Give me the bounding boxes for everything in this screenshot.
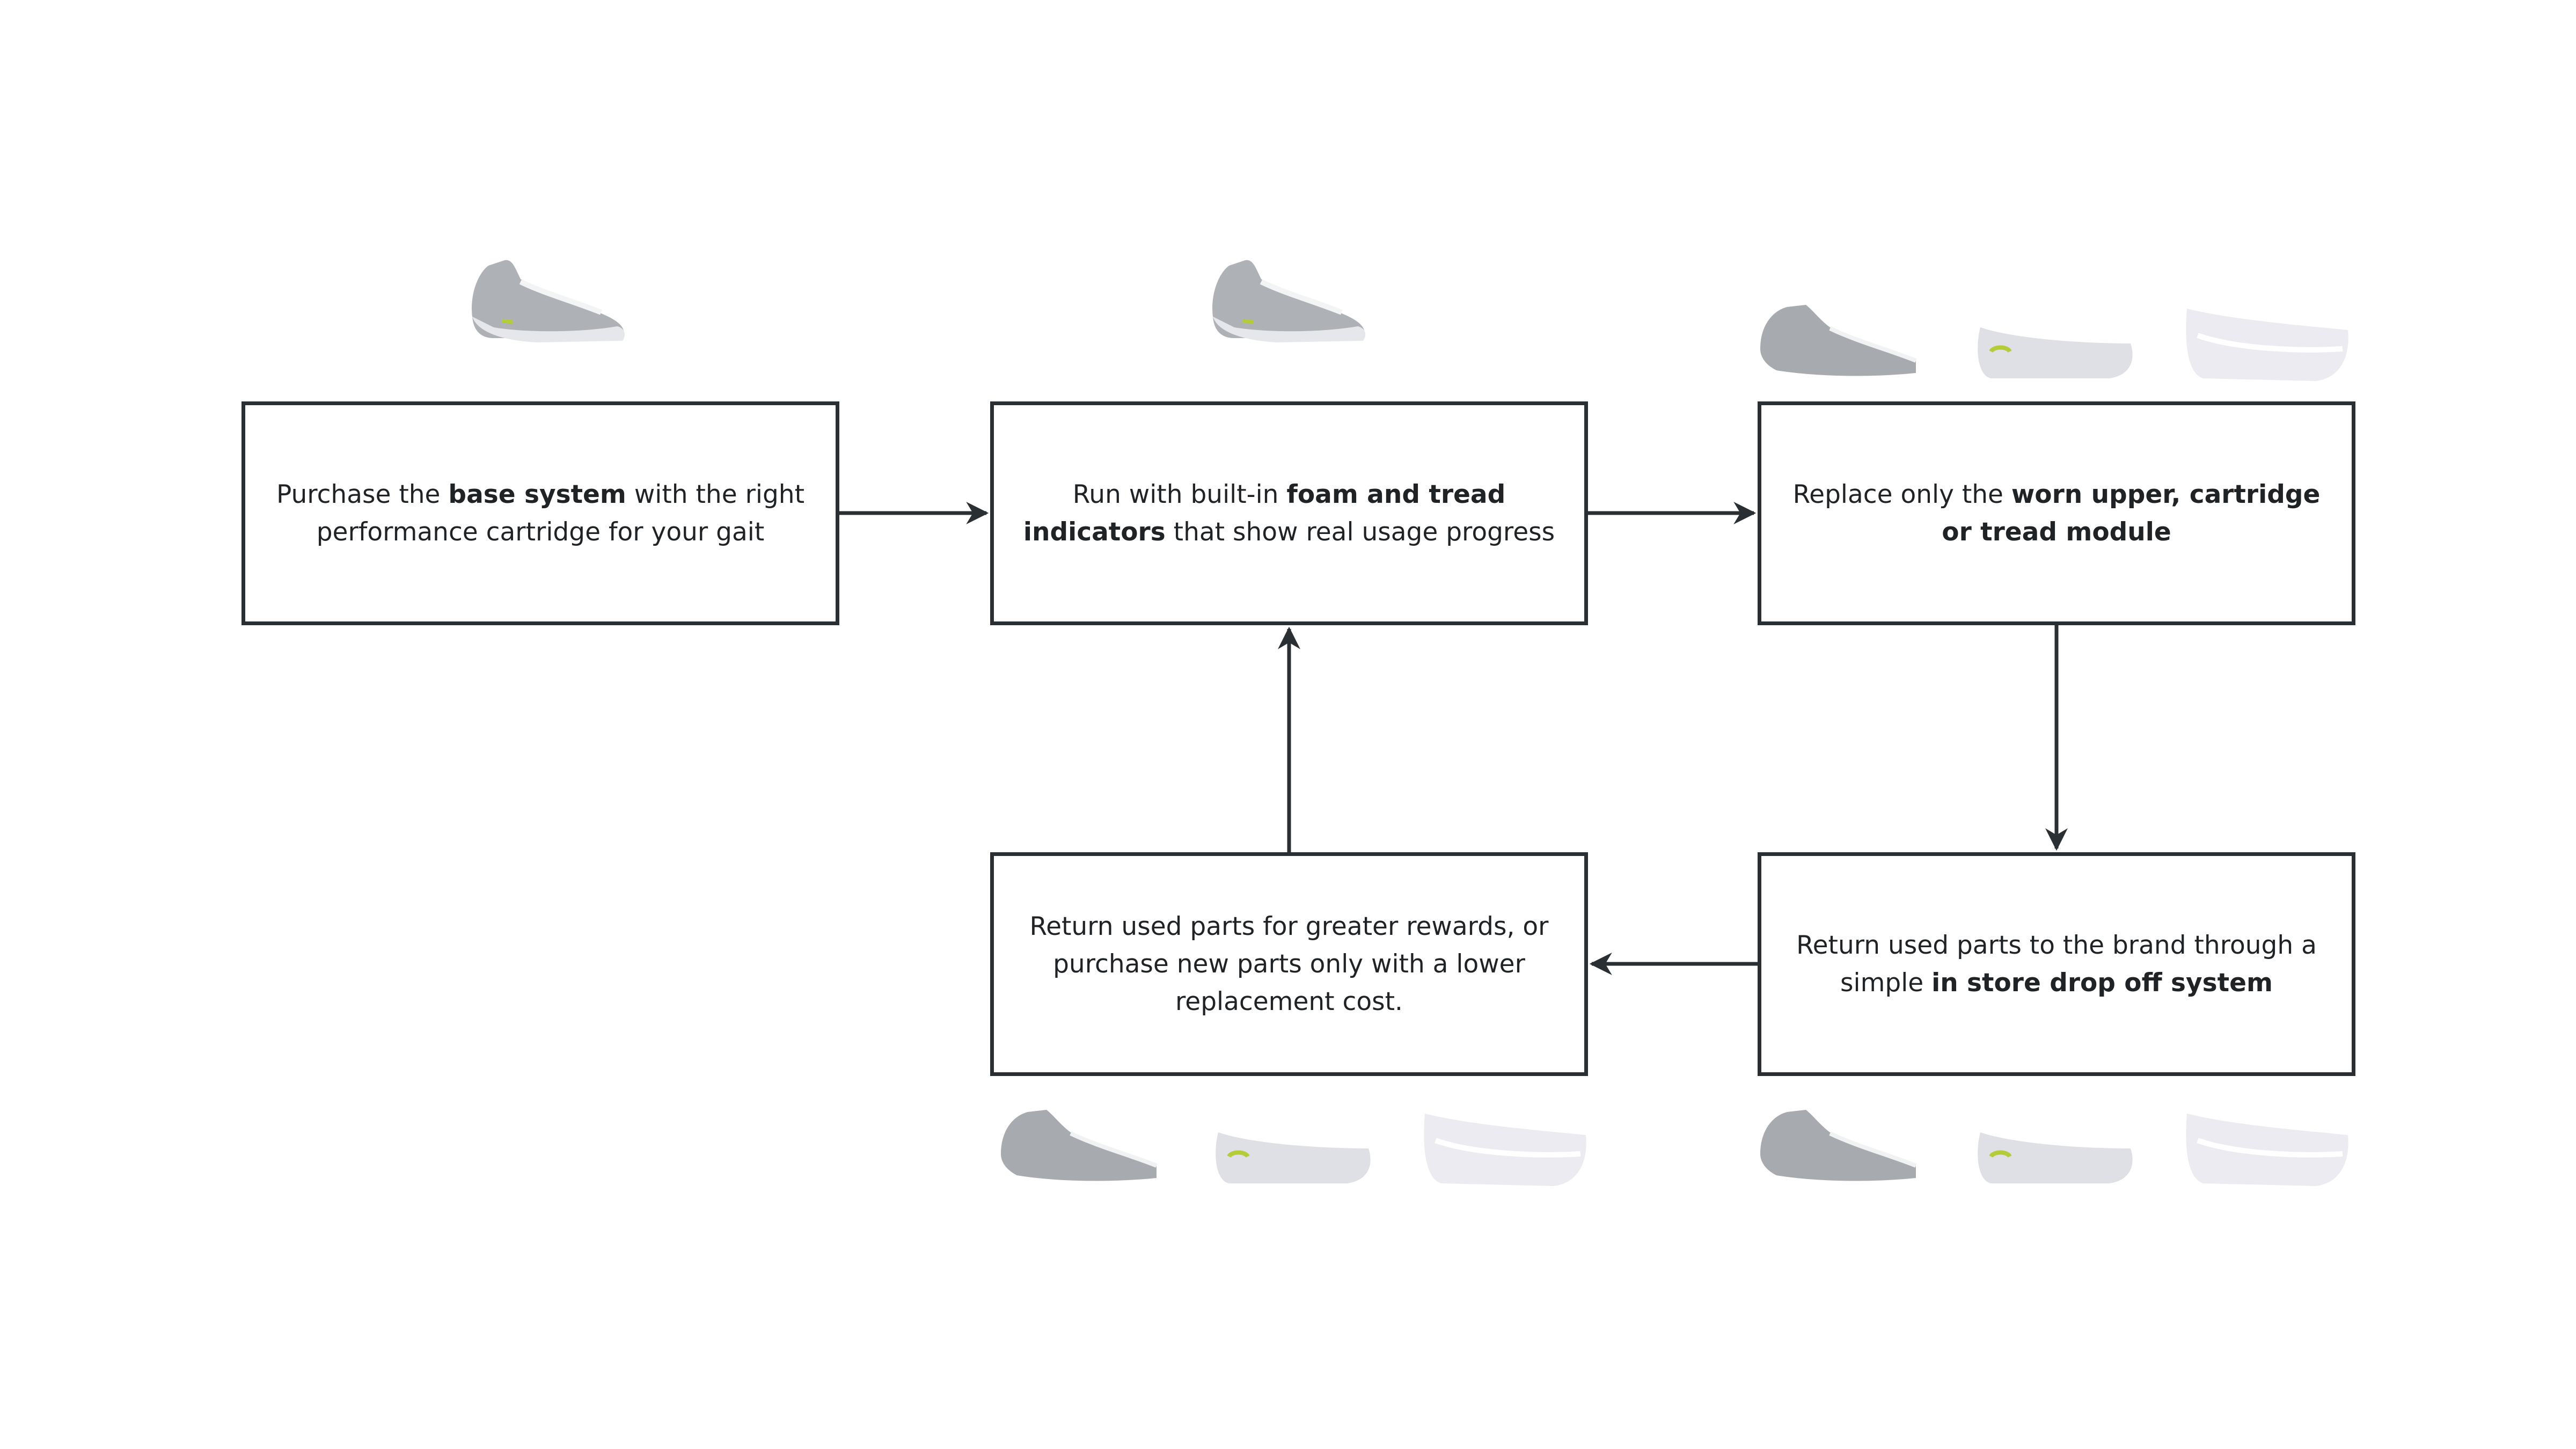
upper-module-icon: [1760, 1110, 1917, 1181]
step-return-brand-text: Return used parts to the brand through a…: [1796, 930, 2317, 998]
cartridge-module-icon: [1978, 327, 2133, 378]
shoe-icon: [1212, 260, 1366, 342]
step-run-box: Run with built-in foam and tread indicat…: [990, 401, 1588, 625]
step-replace-text: Replace only the worn upper, cartridge o…: [1792, 479, 2321, 547]
tread-module-icon: [1424, 1114, 1586, 1186]
tread-module-icon: [2186, 309, 2348, 381]
step-purchase-box: Purchase the base system with the right …: [241, 401, 839, 625]
tread-module-icon: [2186, 1114, 2348, 1186]
shoe-icon: [472, 260, 625, 342]
step-run-text: Run with built-in foam and tread indicat…: [1023, 479, 1555, 547]
upper-module-icon: [1760, 305, 1917, 376]
step-rewards-box: Return used parts for greater rewards, o…: [990, 852, 1588, 1076]
upper-module-icon: [1001, 1110, 1158, 1181]
step-replace-box: Replace only the worn upper, cartridge o…: [1758, 401, 2355, 625]
step-purchase-text: Purchase the base system with the right …: [276, 479, 805, 547]
cartridge-module-icon: [1978, 1132, 2133, 1183]
step-rewards-text: Return used parts for greater rewards, o…: [1029, 911, 1549, 1016]
step-return-brand-box: Return used parts to the brand through a…: [1758, 852, 2355, 1076]
cartridge-module-icon: [1216, 1132, 1371, 1183]
